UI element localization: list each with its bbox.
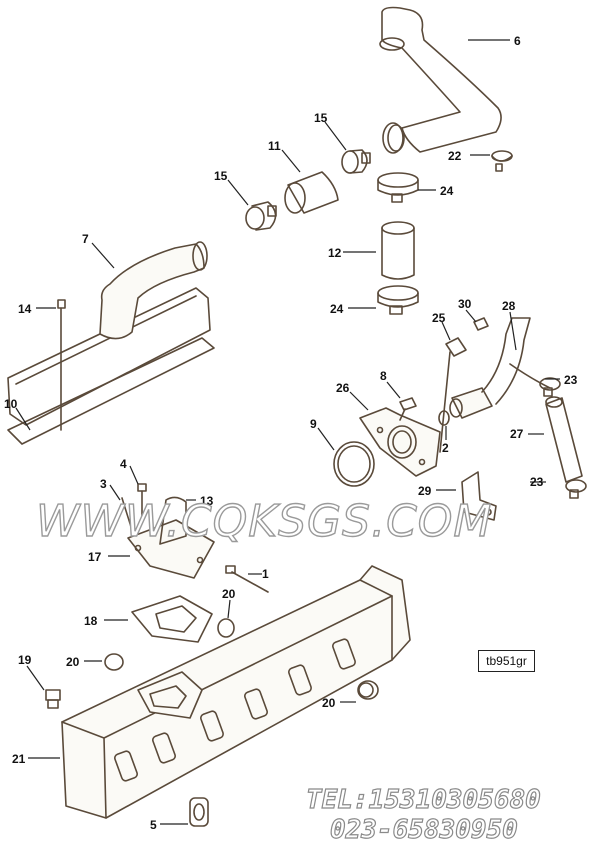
- callout-23: 23: [564, 373, 578, 387]
- part-clamp-23-upper: [539, 377, 561, 397]
- part-bolt-14: [57, 299, 66, 431]
- part-plug-19: [45, 689, 61, 709]
- part-bracket-25: [439, 337, 467, 453]
- part-hose-clamp-upper: [341, 149, 371, 174]
- reference-code-box: tb951gr: [478, 650, 535, 672]
- contact-phone: 023-65830950: [330, 815, 518, 845]
- callout-24: 24: [330, 302, 344, 316]
- callout-20: 20: [66, 655, 80, 669]
- part-bolt-8: [399, 397, 417, 421]
- callout-30: 30: [458, 297, 472, 311]
- callout-21: 21: [12, 752, 26, 766]
- callout-29: 29: [418, 484, 432, 498]
- callout-23: 23: [530, 475, 544, 489]
- callout-5: 5: [150, 818, 157, 832]
- part-housing-26: [359, 407, 441, 477]
- part-plug-20-a: [217, 618, 235, 638]
- callout-13: 13: [200, 494, 214, 508]
- part-screw-30: [473, 317, 489, 331]
- part-tube-28: [481, 317, 551, 405]
- callout-11: 11: [268, 139, 281, 153]
- callout-20: 20: [222, 587, 236, 601]
- part-sleeve-12: [381, 221, 415, 280]
- part-outlet-connection-17: [127, 496, 215, 579]
- callout-15: 15: [314, 111, 328, 125]
- callout-18: 18: [84, 614, 98, 628]
- callout-19: 19: [18, 653, 32, 667]
- callout-26: 26: [336, 381, 350, 395]
- callout-22: 22: [448, 149, 462, 163]
- part-gasket-5: [189, 797, 209, 827]
- leader-lines: [15, 39, 560, 825]
- callout-6: 6: [514, 34, 521, 48]
- reference-code: tb951gr: [486, 654, 527, 668]
- callout-labels: 6 15 11 22 24 15 7 12 14 24 30 25 28 8 2…: [4, 34, 578, 832]
- callout-4: 4: [120, 457, 127, 471]
- callout-2: 2: [442, 441, 449, 455]
- callout-25: 25: [432, 311, 446, 325]
- part-air-crossover-elbow: [99, 241, 208, 340]
- part-bolt-4: [137, 483, 147, 521]
- part-oring-9: [333, 441, 375, 487]
- part-plug-20-c: [357, 680, 379, 700]
- callout-3: 3: [100, 477, 107, 491]
- watermark-url: WWW.CQKSGS.COM: [36, 496, 492, 547]
- part-capscrew-1: [225, 565, 269, 593]
- callout-28: 28: [502, 299, 516, 313]
- part-hose-sleeve-upper: [284, 171, 339, 214]
- part-gasket-18: [131, 595, 213, 643]
- part-hose-27: [545, 396, 583, 483]
- callout-12: 12: [328, 246, 342, 260]
- part-bracket-29: [461, 471, 497, 521]
- callout-7: 7: [82, 232, 89, 246]
- part-fitting: [449, 387, 493, 419]
- callout-15: 15: [214, 169, 228, 183]
- part-exhaust-manifold: [61, 565, 411, 819]
- contact-tel: TEL:15310305680: [306, 785, 541, 815]
- part-plug-20-b: [104, 653, 124, 671]
- part-bolt-3: [121, 497, 133, 531]
- callout-9: 9: [310, 417, 317, 431]
- callout-24: 24: [440, 184, 454, 198]
- part-elbow-pipe-upper: [379, 6, 502, 154]
- callout-20: 20: [322, 696, 336, 710]
- part-hose-clamp-22: [491, 150, 513, 172]
- callout-8: 8: [380, 369, 387, 383]
- part-clamp-23-lower: [565, 479, 587, 499]
- part-valve-cover: [7, 287, 211, 426]
- callout-17: 17: [88, 550, 102, 564]
- callout-14: 14: [18, 302, 32, 316]
- callout-1: 1: [262, 567, 269, 581]
- callout-10: 10: [4, 397, 18, 411]
- part-clamp-24-upper: [377, 172, 419, 203]
- part-clamp-24-lower: [377, 285, 419, 315]
- part-valve-cover-gasket: [7, 337, 215, 445]
- callout-27: 27: [510, 427, 524, 441]
- part-hose-clamp-lower: [245, 201, 277, 231]
